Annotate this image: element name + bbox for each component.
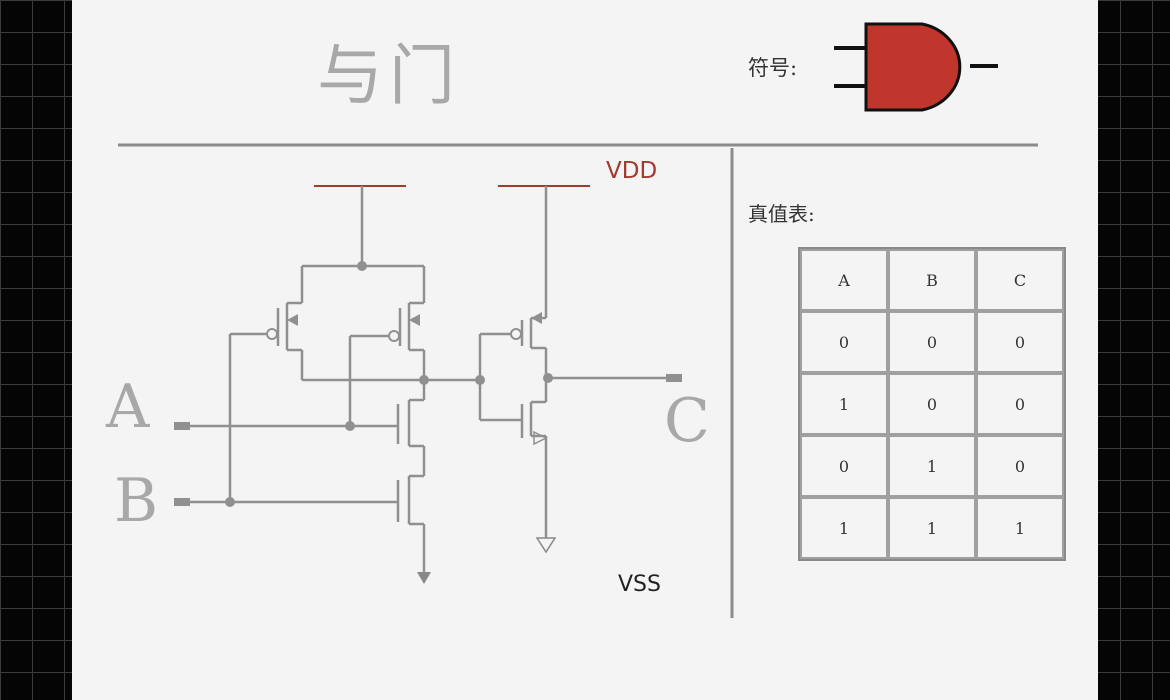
vdd-label: VDD (606, 158, 658, 184)
truth-table-header-row: A B C (800, 249, 1064, 311)
pmos-bubble-inv (510, 328, 522, 340)
junction-dot (345, 421, 355, 431)
truth-table-header: B (888, 249, 976, 311)
vss-arrow (417, 572, 431, 584)
truth-table-row: 1 1 1 (800, 497, 1064, 559)
truth-table-header: A (800, 249, 888, 311)
truth-table-cell: 0 (976, 311, 1064, 373)
truth-table-label: 真值表: (748, 202, 815, 226)
pmos-arrow (409, 314, 420, 326)
junction-dot (357, 261, 367, 271)
truth-table-row: 1 0 0 (800, 373, 1064, 435)
and-gate-symbol-icon (834, 22, 998, 112)
pmos-arrow (287, 314, 298, 326)
truth-table-cell: 0 (976, 435, 1064, 497)
junction-dot (225, 497, 235, 507)
input-a-label: A (106, 372, 150, 442)
nand-stage (188, 186, 480, 572)
truth-table-cell: 1 (800, 497, 888, 559)
junction-dot (419, 375, 429, 385)
pin-c-stub (666, 374, 682, 382)
truth-table-cell: 0 (888, 311, 976, 373)
truth-table-cell: 1 (976, 497, 1064, 559)
truth-table-cell: 0 (888, 373, 976, 435)
truth-table-cell: 1 (888, 435, 976, 497)
truth-table-cell: 0 (800, 435, 888, 497)
pin-a-stub (174, 422, 190, 430)
pmos-arrow (531, 312, 542, 324)
symbol-label: 符号: (748, 56, 798, 80)
truth-table-cell: 1 (888, 497, 976, 559)
nmos-arrow (533, 430, 548, 446)
output-c-label: C (664, 386, 710, 456)
truth-table-row: 0 0 0 (800, 311, 1064, 373)
truth-table-cell: 0 (976, 373, 1064, 435)
diagram-canvas (118, 22, 1038, 618)
slide: 与门 符号: 真值表: VDD VSS A B C A B C 0 0 0 1 … (72, 0, 1098, 700)
truth-table: A B C 0 0 0 1 0 0 0 1 0 1 1 1 (798, 247, 1066, 561)
junction-dot (475, 375, 485, 385)
input-b-label: B (114, 466, 159, 536)
vss-arrow-hollow (535, 537, 557, 554)
inverter-stage (478, 186, 666, 538)
gate-body (864, 22, 962, 112)
truth-table-cell: 1 (800, 373, 888, 435)
pmos-bubble-right (388, 330, 400, 342)
pmos-bubble-left (266, 328, 278, 340)
page-title: 与门 (317, 37, 461, 114)
truth-table-cell: 0 (800, 311, 888, 373)
truth-table-header: C (976, 249, 1064, 311)
junction-dot (543, 373, 553, 383)
vss-label: VSS (618, 572, 661, 597)
truth-table-row: 0 1 0 (800, 435, 1064, 497)
pin-b-stub (174, 498, 190, 506)
